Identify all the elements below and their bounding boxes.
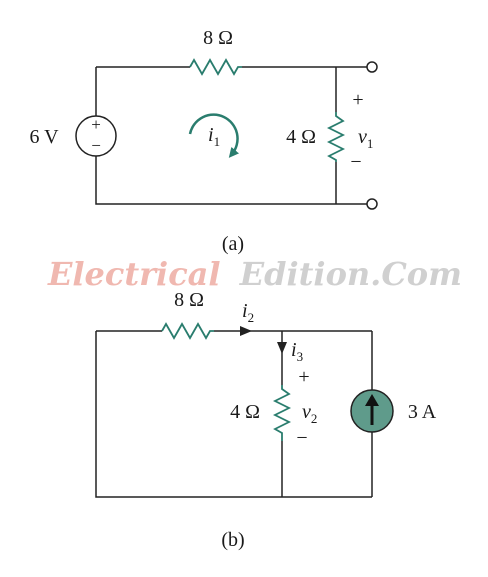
label-8ohm-b: 8 Ω: [174, 289, 204, 311]
label-i1: i1: [208, 124, 220, 149]
i3-symbol: i: [291, 339, 297, 361]
current-source-arrowhead: [365, 394, 379, 406]
figure-a: 8 Ω 4 Ω + − 6 V i1 + v1 − (a): [29, 27, 378, 255]
caption-a: (a): [222, 233, 244, 255]
i2-symbol: i: [242, 300, 248, 322]
watermark: Electrical Edition.Com: [47, 255, 462, 293]
i1-subscript: 1: [214, 134, 221, 149]
label-v2: v2: [302, 401, 317, 426]
resistor-8ohm-a: [189, 58, 242, 76]
watermark-part1: Electrical: [47, 255, 221, 293]
voltage-source: [75, 115, 117, 157]
v2-symbol: v: [302, 401, 311, 423]
resistor-4ohm-b: [272, 385, 292, 441]
v1-minus: −: [350, 151, 361, 173]
i2-subscript: 2: [248, 310, 255, 325]
i3-arrow: [277, 342, 287, 354]
label-v1: v1: [358, 126, 373, 151]
resistor-4ohm-a: [326, 112, 346, 162]
v1-symbol: v: [358, 126, 367, 148]
label-8ohm-a: 8 Ω: [203, 27, 233, 49]
figure-b: 8 Ω i2 i3 4 Ω + v2 − 3 A (b): [95, 289, 437, 551]
v2-plus: +: [298, 366, 309, 388]
i3-subscript: 3: [297, 349, 304, 364]
mesh-current-arrow: [188, 113, 240, 158]
label-i3: i3: [291, 339, 303, 364]
i2-arrow: [240, 326, 252, 336]
v2-subscript: 2: [311, 411, 318, 426]
terminal-bottom: [366, 198, 378, 210]
source-minus-sign: −: [91, 136, 101, 155]
i1-symbol: i: [208, 124, 214, 146]
label-4ohm-a: 4 Ω: [286, 126, 316, 148]
caption-b: (b): [221, 529, 244, 551]
watermark-part3: .Com: [370, 255, 462, 293]
source-plus-sign: +: [91, 115, 101, 134]
label-6v: 6 V: [29, 126, 59, 148]
v2-minus: −: [296, 427, 307, 449]
terminal-top: [366, 61, 378, 73]
v1-plus: +: [352, 89, 363, 111]
label-3a: 3 A: [408, 401, 437, 423]
label-i2: i2: [242, 300, 254, 325]
label-4ohm-b: 4 Ω: [230, 401, 260, 423]
resistor-8ohm-b: [161, 322, 214, 340]
figure-a-wires: [95, 66, 372, 205]
watermark-part2: Edition: [239, 255, 370, 293]
v1-subscript: 1: [367, 136, 374, 151]
